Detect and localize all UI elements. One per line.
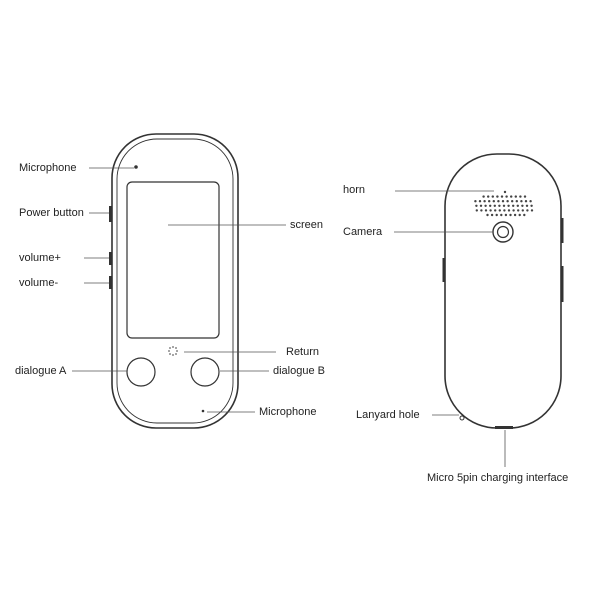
horn-hole xyxy=(511,200,514,203)
back-side-button-2 xyxy=(561,266,564,302)
horn-hole xyxy=(495,213,498,217)
horn-hole xyxy=(518,213,521,217)
label-screen: screen xyxy=(290,219,324,231)
horn-hole xyxy=(515,200,518,203)
label-microphone-top: Microphone xyxy=(19,162,77,174)
horn-hole xyxy=(497,200,500,203)
horn-hole xyxy=(479,204,483,207)
horn-hole xyxy=(494,209,497,212)
horn-hole xyxy=(524,200,528,203)
horn-hole xyxy=(502,204,506,207)
front-view xyxy=(109,133,239,429)
horn-hole xyxy=(503,209,506,212)
label-lanyard-hole: Lanyard hole xyxy=(356,409,420,421)
volume-up-side xyxy=(109,252,112,265)
volume-down-side xyxy=(109,276,112,289)
horn-hole xyxy=(487,195,490,198)
horn-hole xyxy=(506,200,509,203)
horn-hole xyxy=(512,209,515,212)
horn-hole xyxy=(500,213,503,217)
horn-hole xyxy=(489,204,492,207)
horn-hole xyxy=(478,200,482,203)
horn-hole xyxy=(512,204,515,207)
horn-hole xyxy=(482,195,485,198)
label-microphone-bottom: Microphone xyxy=(259,406,317,418)
horn-hole xyxy=(507,204,510,207)
horn-hole xyxy=(525,204,529,207)
label-horn: horn xyxy=(343,184,366,196)
horn-hole xyxy=(526,209,529,212)
power-button-side xyxy=(109,206,112,222)
horn-hole xyxy=(523,213,526,217)
horn-hole xyxy=(521,204,524,207)
label-camera: Camera xyxy=(343,226,383,238)
horn-hole xyxy=(498,209,501,212)
horn-hole xyxy=(517,209,520,212)
camera-lens xyxy=(496,225,510,239)
horn-hole xyxy=(505,195,508,198)
horn-hole xyxy=(488,200,491,203)
front-leader-lines xyxy=(72,167,286,413)
dialogue-a-button xyxy=(126,357,156,387)
horn-hole xyxy=(514,195,517,198)
horn-hole xyxy=(489,209,492,212)
horn-hole xyxy=(519,195,522,198)
horn-hole xyxy=(490,213,494,217)
back-side-button-1 xyxy=(561,218,564,243)
dialogue-b-button xyxy=(190,357,220,387)
horn-hole xyxy=(475,209,478,212)
horn-hole xyxy=(484,209,488,212)
horn-hole xyxy=(498,204,501,207)
back-left-button xyxy=(442,258,445,282)
front-microphone-dot xyxy=(134,165,138,169)
horn-hole xyxy=(486,213,489,217)
label-charging-interface: Micro 5pin charging interface xyxy=(427,472,569,484)
front-screen xyxy=(126,181,220,339)
horn-hole xyxy=(500,195,504,198)
horn-hole xyxy=(503,190,507,194)
back-body xyxy=(444,153,562,429)
horn-hole xyxy=(530,204,533,207)
camera-ring xyxy=(492,221,514,243)
horn-hole xyxy=(491,195,494,198)
label-power-button: Power button xyxy=(19,207,84,219)
horn-hole xyxy=(475,204,478,207)
charging-port xyxy=(495,426,513,429)
label-return: Return xyxy=(286,346,320,358)
horn-hole xyxy=(530,209,534,212)
horn-hole xyxy=(509,213,512,217)
horn-hole xyxy=(520,200,523,203)
horn-hole xyxy=(484,204,487,207)
label-volume-down: volume- xyxy=(19,277,59,289)
lanyard-hole xyxy=(459,415,465,421)
label-dialogue-b: dialogue B xyxy=(273,365,325,377)
horn-hole xyxy=(483,200,486,203)
return-icon xyxy=(168,346,178,356)
horn-hole xyxy=(480,209,483,212)
label-dialogue-a: dialogue A xyxy=(15,365,67,377)
horn-hole xyxy=(529,200,532,203)
horn-hole xyxy=(513,213,517,217)
horn-hole xyxy=(507,209,511,212)
back-view xyxy=(442,153,564,429)
label-volume-up: volume+ xyxy=(19,252,61,264)
horn-hole xyxy=(523,195,527,198)
horn-hole xyxy=(521,209,524,212)
horn-hole xyxy=(474,200,477,203)
horn-hole xyxy=(496,195,499,198)
horn-hole xyxy=(501,200,505,203)
horn-hole xyxy=(510,195,513,198)
horn-hole xyxy=(493,204,496,207)
horn-hole xyxy=(516,204,519,207)
front-body-inner xyxy=(116,138,234,424)
horn-speaker-grille xyxy=(474,190,534,217)
front-microphone-bottom-dot xyxy=(201,409,205,413)
horn-hole xyxy=(492,200,495,203)
horn-hole xyxy=(504,213,508,217)
back-leader-lines xyxy=(394,190,506,467)
